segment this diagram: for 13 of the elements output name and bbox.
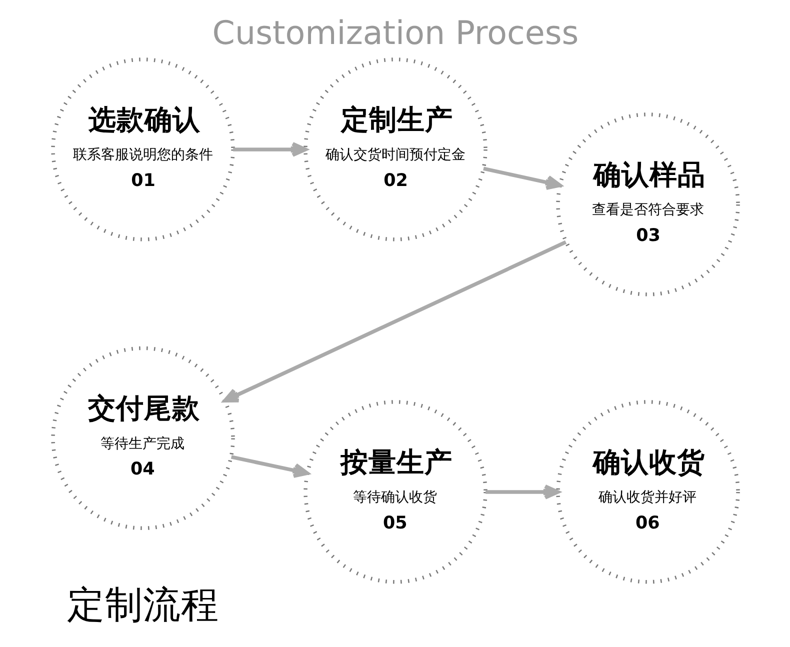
node-circle: 定制生产 确认交货时间预付定金 02 bbox=[303, 58, 487, 242]
arrow bbox=[232, 142, 307, 157]
arrow bbox=[485, 484, 560, 500]
node-circle: 选款确认 联系客服说明您的条件 01 bbox=[50, 58, 234, 242]
node-circle: 确认样品 查看是否符合要求 03 bbox=[556, 112, 740, 296]
arrow bbox=[222, 240, 566, 403]
node-circle: 确认收货 确认收货并好评 06 bbox=[556, 400, 740, 584]
arrow bbox=[230, 455, 308, 478]
diagram-title: Customization Process bbox=[212, 14, 578, 52]
label: 定制流程 bbox=[66, 582, 218, 627]
node-circle: 交付尾款 等待生产完成 04 bbox=[50, 346, 234, 530]
node-circle: 按量生产 等待确认收货 05 bbox=[303, 400, 487, 584]
arrow bbox=[482, 166, 562, 190]
